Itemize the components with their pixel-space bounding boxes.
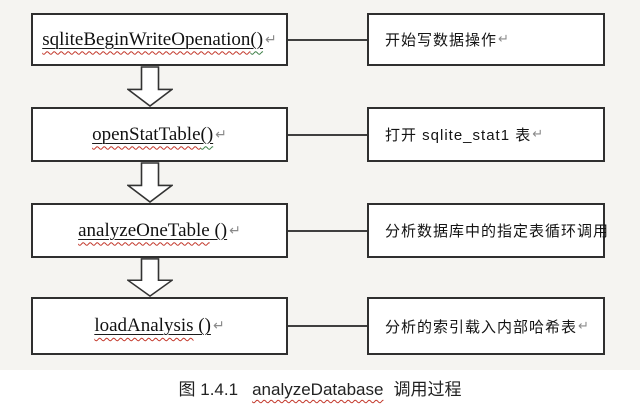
function-parens: () <box>250 28 264 50</box>
function-label: sqliteBeginWriteOpenation() <box>42 29 263 51</box>
down-arrow-icon <box>127 258 173 297</box>
connector-line <box>288 39 367 41</box>
function-label: analyzeOneTable () <box>78 220 227 242</box>
function-parens: () <box>193 315 211 336</box>
function-box-analyzeOneTable: analyzeOneTable () ↵ <box>31 203 288 258</box>
return-mark-icon: ↵ <box>578 318 590 334</box>
return-mark-icon: ↵ <box>229 222 241 239</box>
figure-caption-code: analyzeDatabase <box>252 380 384 399</box>
return-mark-icon: ↵ <box>212 318 225 334</box>
return-mark-icon: ↵ <box>215 126 227 143</box>
function-name: openStatTable <box>92 123 201 145</box>
description-box: 开始写数据操作 ↵ <box>367 13 605 66</box>
return-mark-icon: ↵ <box>498 32 510 47</box>
function-label: loadAnalysis () <box>94 315 211 337</box>
description-text: 分析数据库中的指定表循环调用 <box>385 223 610 240</box>
function-box-openStatTable: openStatTable() ↵ <box>31 107 288 162</box>
figure-number: 图 1.4.1 <box>178 380 239 399</box>
connector-line <box>288 325 367 327</box>
figure-caption-suffix: 调用过程 <box>393 380 462 399</box>
description-text: 开始写数据操作 <box>385 32 498 49</box>
function-parens: () <box>209 219 228 241</box>
description-text: 打开 sqlite_stat1 表 <box>385 127 532 144</box>
function-name: sqliteBeginWriteOpenation <box>42 28 251 50</box>
function-box-sqliteBeginWriteOpenation: sqliteBeginWriteOpenation() ↵ <box>31 13 288 66</box>
function-name: loadAnalysis <box>94 315 194 336</box>
function-label: openStatTable() <box>92 124 213 146</box>
function-parens: () <box>200 123 214 145</box>
connector-line <box>288 230 367 232</box>
function-box-loadAnalysis: loadAnalysis () ↵ <box>31 297 288 355</box>
description-box: 分析的索引载入内部哈希表 ↵ <box>367 297 605 355</box>
description-box: 分析数据库中的指定表循环调用 <box>367 203 608 258</box>
return-mark-icon: ↵ <box>265 31 277 48</box>
figure-caption: 图 1.4.1 analyzeDatabase 调用过程 <box>0 375 640 400</box>
description-box: 打开 sqlite_stat1 表 ↵ <box>367 107 605 162</box>
function-name: analyzeOneTable <box>78 219 210 241</box>
down-arrow-icon <box>127 66 173 107</box>
caption-background <box>0 370 640 411</box>
description-text: 分析的索引载入内部哈希表 <box>385 318 578 336</box>
return-mark-icon: ↵ <box>532 127 545 142</box>
connector-line <box>288 134 367 136</box>
down-arrow-icon <box>127 162 173 203</box>
